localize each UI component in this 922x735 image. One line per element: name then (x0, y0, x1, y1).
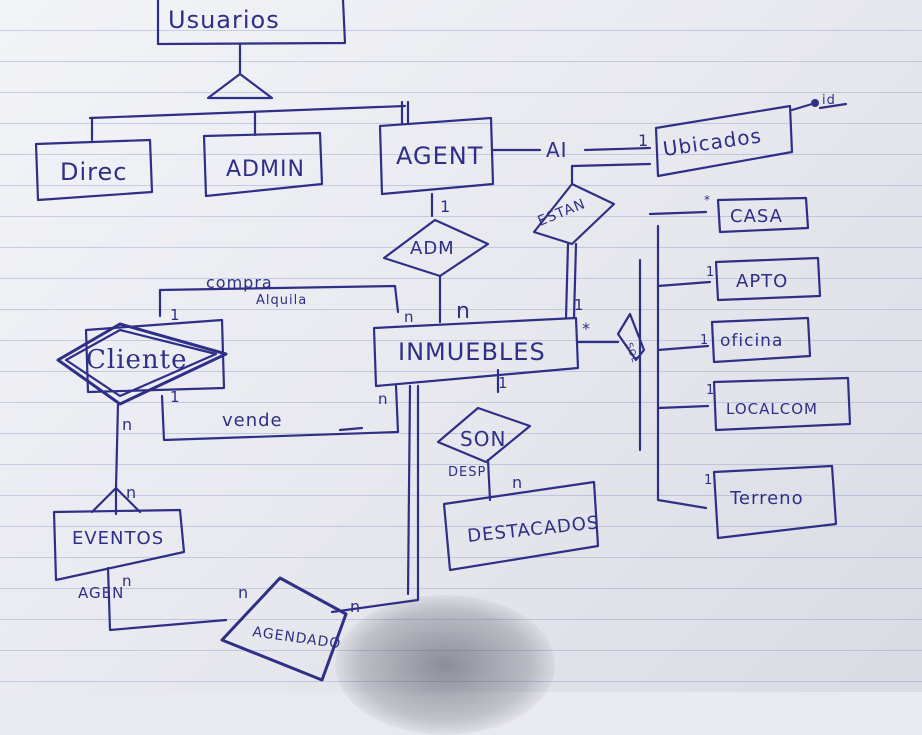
card-cliente-eventos-top: n (122, 415, 133, 434)
relation-sol-label: SOL (623, 342, 640, 365)
card-cliente-vende: 1 (170, 388, 181, 406)
card-terreno: 1 (704, 473, 713, 488)
entity-admin: ADMIN (202, 131, 324, 198)
relation-compra-alquila: compra Alquila 1 n (158, 273, 415, 326)
card-agendado-right: n (350, 597, 361, 616)
card-agent-ubicados: 1 (638, 131, 649, 150)
relation-estan: ESTAN 1 (532, 162, 652, 320)
label-agen: AGEN (78, 584, 124, 602)
card-agent-adm: 1 (440, 197, 451, 216)
entity-cliente-label: Cliente (86, 345, 188, 375)
entity-direc: Direc (34, 138, 154, 202)
card-casa: * (704, 193, 711, 207)
entity-admin-label: ADMIN (226, 157, 305, 182)
card-localcom: 1 (706, 383, 715, 398)
card-adm-inmuebles: n (456, 299, 471, 324)
isa-triangle (88, 42, 410, 142)
card-inmuebles-compra: n (404, 308, 415, 326)
relation-agendado-links: AGEN n n n (78, 384, 420, 632)
relation-estan-label: ESTAN (536, 196, 589, 230)
relation-compra-label: compra (206, 273, 273, 292)
label-desp: DESP (448, 465, 486, 480)
card-apto: 1 (706, 265, 715, 280)
relation-son-label: SON (460, 427, 506, 451)
relation-vende-label: vende (222, 410, 283, 431)
entity-agent: AGENT (378, 116, 495, 196)
card-inmuebles-son: 1 (498, 374, 509, 392)
card-cliente-compra: 1 (170, 306, 181, 324)
entity-oficina-label: oficina (720, 331, 783, 351)
relation-son: 1 SON DESP n (436, 368, 532, 502)
entity-casa: * CASA (704, 193, 810, 234)
card-agendado-left: n (238, 583, 249, 602)
relation-sol: * SOL (576, 210, 712, 510)
er-diagram: Usuarios Direc ADMIN AGENT AI 1 Ubicados (34, 0, 852, 682)
entity-ubicados: Ubicados id (654, 93, 848, 178)
relation-adm: 1 ADM n (382, 192, 490, 324)
card-estan-inmuebles: 1 (574, 296, 585, 314)
card-son-destacados: n (512, 473, 523, 492)
entity-direc-label: Direc (60, 158, 127, 186)
entity-eventos: EVENTOS (52, 508, 186, 582)
entity-localcom: 1 LOCALCOM (706, 376, 852, 432)
entity-cliente: Cliente (56, 318, 228, 406)
relation-adm-label: ADM (410, 238, 455, 259)
attr-id-label: id (822, 93, 836, 108)
entity-eventos-label: EVENTOS (72, 528, 164, 549)
relation-alquila-label: Alquila (256, 293, 307, 308)
entity-terreno-label: Terreno (729, 488, 804, 509)
entity-oficina: 1 oficina (700, 316, 812, 364)
relation-cliente-eventos: n n (90, 402, 142, 516)
entity-apto-label: APTO (736, 271, 788, 292)
id-attribute-dot (811, 99, 819, 107)
entity-ubicados-label: Ubicados (661, 123, 763, 161)
entity-destacados: DESTACADOS (442, 480, 600, 572)
entity-destacados-label: DESTACADOS (466, 512, 600, 547)
entity-usuarios: Usuarios (156, 0, 347, 46)
entity-apto: 1 APTO (706, 256, 822, 302)
entity-usuarios-label: Usuarios (168, 6, 280, 34)
entity-terreno: 1 Terreno (704, 464, 838, 540)
card-oficina: 1 (700, 333, 709, 348)
entity-agent-label: AGENT (396, 142, 483, 170)
card-cliente-eventos-bottom: n (126, 483, 137, 502)
card-eventos-agen: n (122, 572, 133, 590)
entity-localcom-label: LOCALCOM (726, 400, 818, 418)
relation-vende: vende 1 n (160, 384, 400, 442)
relation-ai: AI 1 (491, 131, 652, 162)
entity-casa-label: CASA (730, 206, 783, 227)
relation-ai-label: AI (546, 138, 568, 162)
entity-inmuebles-label: INMUEBLES (398, 338, 546, 366)
card-inmuebles-vende: n (378, 390, 389, 408)
entity-inmuebles: INMUEBLES (372, 316, 580, 388)
relation-agendado-label: AGENDADO (251, 624, 342, 652)
card-inmuebles-sol: * (582, 319, 591, 338)
